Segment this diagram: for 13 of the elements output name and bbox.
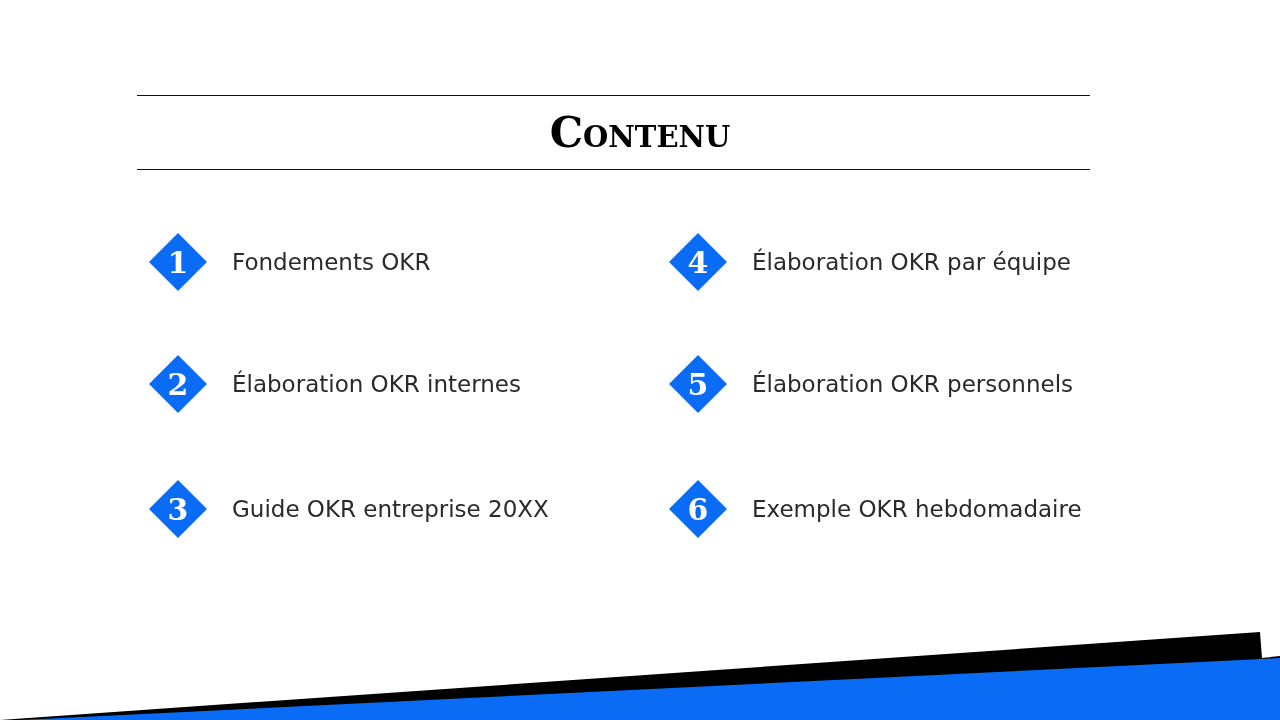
section-title: Exemple OKR hebdomadaire	[752, 495, 1082, 524]
section-title: Élaboration OKR personnels	[752, 369, 1074, 399]
section-title: Élaboration OKR par équipe	[752, 247, 1071, 277]
slide-title: Contenu	[549, 108, 731, 158]
number-diamond: 3	[149, 480, 207, 538]
number-diamond: 1	[149, 233, 207, 291]
number-diamond: 6	[669, 480, 727, 538]
number-diamond: 5	[669, 355, 727, 413]
number-diamond: 2	[149, 355, 207, 413]
section-title: Fondements OKR	[232, 248, 431, 277]
section-title: Élaboration OKR internes	[232, 369, 521, 399]
number-diamond: 4	[669, 233, 727, 291]
section-title: Guide OKR entreprise 20XX	[232, 495, 549, 524]
